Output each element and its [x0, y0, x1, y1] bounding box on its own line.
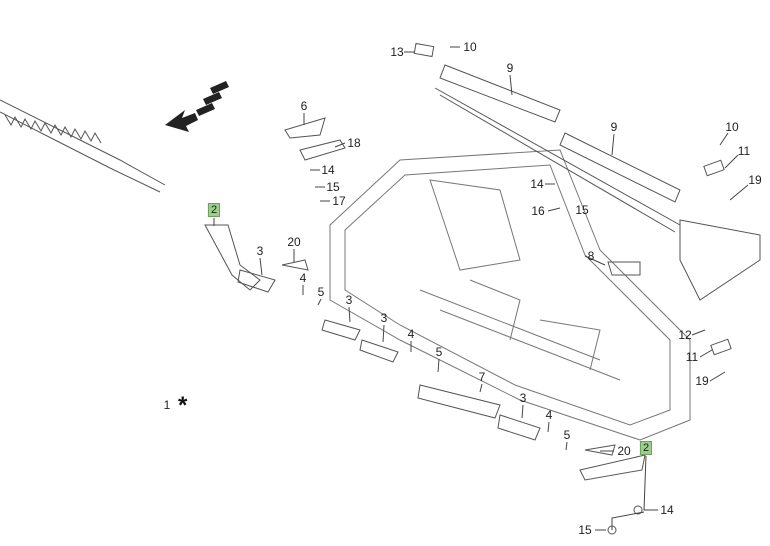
callout-14: 14 — [321, 163, 335, 177]
callout-2-highlighted[interactable]: 2 — [639, 441, 653, 455]
slide-part-3d — [497, 414, 541, 441]
callout-17: 17 — [332, 194, 346, 208]
callout-10: 10 — [463, 40, 477, 54]
slide-part-20a — [281, 259, 309, 271]
callout-11: 11 — [685, 350, 699, 364]
callout-2-highlighted[interactable]: 2 — [207, 203, 221, 217]
callout-14: 14 — [660, 503, 674, 517]
callout-5: 5 — [563, 428, 571, 442]
callout-19: 19 — [695, 374, 709, 388]
callout-15: 15 — [578, 523, 592, 537]
callout-13: 13 — [390, 45, 404, 59]
bar-part-9b — [559, 132, 681, 203]
left-rail-part — [0, 99, 166, 193]
left-rail-teeth — [4, 114, 102, 144]
slide-part-2-left — [204, 224, 261, 291]
bracket-part-8 — [607, 261, 641, 276]
callout-4: 4 — [407, 327, 415, 341]
callout-7: 7 — [478, 370, 486, 384]
callout-16: 16 — [531, 204, 545, 218]
callout-9: 9 — [506, 61, 514, 75]
asterisk-marker: * — [178, 392, 188, 419]
plate-part-13 — [413, 42, 435, 58]
callout-6: 6 — [300, 99, 308, 113]
callout-1: 1 — [163, 398, 171, 412]
callout-9: 9 — [610, 120, 618, 134]
callout-10: 10 — [725, 120, 739, 134]
callout-14: 14 — [530, 177, 544, 191]
callout-15: 15 — [575, 203, 589, 217]
callout-3: 3 — [256, 244, 264, 258]
slide-part-2-right — [579, 454, 646, 481]
bracket-part-6 — [284, 117, 326, 139]
clip-part-11b — [710, 338, 732, 356]
rail-part — [434, 87, 681, 233]
callout-12: 12 — [678, 328, 692, 342]
callout-18: 18 — [347, 136, 361, 150]
slide-part-3b — [321, 319, 361, 341]
callout-20: 20 — [617, 444, 631, 458]
callout-3: 3 — [519, 391, 527, 405]
callout-3: 3 — [380, 311, 388, 325]
clip-part-11 — [703, 159, 725, 177]
direction-arrow-icon — [165, 81, 229, 132]
bracket-part-18 — [299, 139, 346, 161]
callout-4: 4 — [545, 408, 553, 422]
callout-19: 19 — [748, 173, 762, 187]
plate-part-19-right — [679, 219, 761, 301]
callout-5: 5 — [435, 345, 443, 359]
bar-part-9a — [439, 64, 561, 123]
callout-20: 20 — [287, 235, 301, 249]
slide-part-7 — [417, 384, 501, 419]
callout-3: 3 — [345, 293, 353, 307]
leader-lines — [213, 46, 749, 531]
slide-part-3a — [237, 269, 276, 293]
callout-8: 8 — [587, 249, 595, 263]
callout-5: 5 — [317, 285, 325, 299]
chassis-frame — [329, 149, 691, 441]
slide-part-20b — [584, 444, 616, 456]
callout-11: 11 — [737, 144, 751, 158]
washer-part-14 — [633, 505, 643, 515]
slide-part-3c — [359, 339, 399, 363]
callout-4: 4 — [299, 271, 307, 285]
callout-15: 15 — [326, 180, 340, 194]
